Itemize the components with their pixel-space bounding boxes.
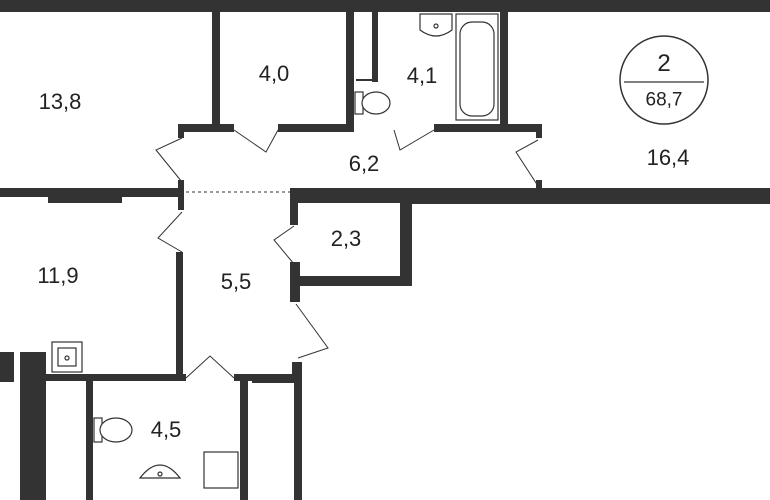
toilet-bowl <box>99 417 133 443</box>
wall-v-corridor-left <box>178 124 184 138</box>
kitchen-sink-drain <box>64 355 70 361</box>
wall-h-lower-right <box>234 374 302 381</box>
washer-square <box>203 451 239 489</box>
wall-v-bath-inner <box>372 12 378 82</box>
wall-lower-left-block <box>20 352 46 500</box>
room-area-label: 5,5 <box>220 269 252 294</box>
door-toilet <box>185 355 235 379</box>
bathroom-sink-drain <box>433 23 439 29</box>
wall-v-corridor-left-low <box>178 180 184 210</box>
total-area: 68,7 <box>645 89 683 111</box>
wall-h-corridor-3 <box>434 124 542 132</box>
door-small-room <box>233 129 279 153</box>
wall-storage-right <box>400 195 412 285</box>
wall-v-corridor-right-low <box>536 180 542 190</box>
door-living-left <box>155 137 183 183</box>
wall-v-toilet-right <box>240 378 248 500</box>
bathroom-toilet-bowl <box>361 91 391 115</box>
room-area-label: 16,4 <box>646 145 690 170</box>
door-bathroom <box>393 129 435 151</box>
wall-h-corridor-1 <box>178 124 234 132</box>
wall-lower-left-outer <box>0 352 14 382</box>
room-count: 2 <box>657 50 671 77</box>
room-area-label: 6,2 <box>348 151 380 176</box>
wall-v-hall-right-low <box>292 362 302 382</box>
wall-middle-right <box>290 188 770 197</box>
wall-storage-bottom <box>290 276 412 286</box>
wall-h-lower-left <box>36 374 186 381</box>
room-area-label: 4,1 <box>406 63 438 88</box>
wall-v-corridor-right <box>536 124 542 138</box>
wall-storage-left-top <box>290 195 298 225</box>
wall-middle-left <box>0 188 180 197</box>
wall-v-right-block <box>294 378 302 500</box>
wall-top <box>0 0 770 12</box>
door-living-right <box>515 139 539 187</box>
wall-v-small-room <box>212 0 220 130</box>
door-bedroom <box>157 211 183 253</box>
room-area-label: 2,3 <box>330 226 362 251</box>
room-area-label: 13,8 <box>38 89 82 114</box>
door-storage <box>273 225 295 265</box>
room-area-label: 11,9 <box>37 263 79 288</box>
wall-h-corridor-2 <box>278 124 354 132</box>
bathtub-inner <box>459 21 495 117</box>
wall-h-right-block <box>252 378 298 383</box>
wall-middle-left-thick <box>48 197 122 203</box>
wall-storage-top <box>290 195 410 203</box>
wall-v-bath-right <box>500 0 508 130</box>
toilet-sink-drain <box>157 471 163 477</box>
wall-v-bath-left <box>346 0 354 130</box>
wall-storage-left-low <box>290 262 300 302</box>
wall-middle-right-lower <box>400 197 770 204</box>
room-area-label: 4,5 <box>150 417 182 442</box>
room-area-label: 4,0 <box>258 61 290 86</box>
wall-v-toilet-left <box>86 378 93 500</box>
door-entrance <box>295 303 329 359</box>
apartment-badge <box>619 35 709 125</box>
wall-v-hall <box>176 252 183 378</box>
